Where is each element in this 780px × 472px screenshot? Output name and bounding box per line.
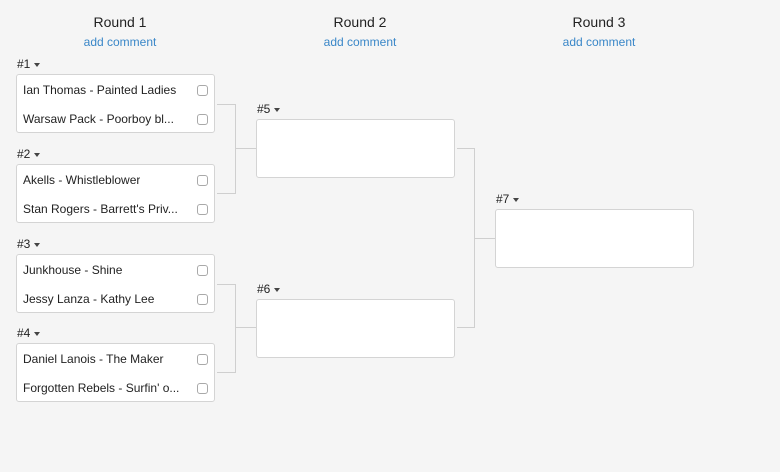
match-entry[interactable]: Stan Rogers - Barrett's Priv...	[23, 199, 208, 219]
match-entry[interactable]: Forgotten Rebels - Surfin' o...	[23, 378, 208, 398]
entry-label: Ian Thomas - Painted Ladies	[23, 83, 177, 97]
connector-line	[217, 193, 235, 194]
entry-checkbox[interactable]	[197, 174, 208, 186]
round-3-header: Round 3 add comment	[499, 13, 699, 50]
round-title: Round 3	[572, 14, 626, 30]
match-6-dropdown[interactable]: #6	[257, 282, 281, 296]
round-2-header: Round 2 add comment	[260, 13, 460, 50]
entry-label: Stan Rogers - Barrett's Priv...	[23, 202, 178, 216]
caret-down-icon	[513, 197, 520, 202]
entry-label: Forgotten Rebels - Surfin' o...	[23, 381, 180, 395]
add-comment-link[interactable]: add comment	[323, 35, 397, 49]
match-number: #4	[17, 326, 31, 340]
entry-label: Jessy Lanza - Kathy Lee	[23, 292, 155, 306]
connector-line	[235, 148, 256, 149]
entry-checkbox[interactable]	[197, 113, 208, 125]
match-4-dropdown[interactable]: #4	[17, 326, 41, 340]
match-2-box: Akells - Whistleblower Stan Rogers - Bar…	[16, 164, 215, 223]
entry-label: Akells - Whistleblower	[23, 173, 141, 187]
match-number: #6	[257, 282, 271, 296]
match-entry[interactable]: Ian Thomas - Painted Ladies	[23, 80, 208, 100]
match-number: #5	[257, 102, 271, 116]
entry-label: Daniel Lanois - The Maker	[23, 352, 164, 366]
caret-down-icon	[274, 287, 281, 292]
match-number: #1	[17, 57, 31, 71]
match-4-box: Daniel Lanois - The Maker Forgotten Rebe…	[16, 343, 215, 402]
caret-down-icon	[34, 62, 41, 67]
connector-line	[457, 327, 474, 328]
add-comment-link[interactable]: add comment	[562, 35, 636, 49]
match-entry[interactable]: Daniel Lanois - The Maker	[23, 349, 208, 369]
match-6-box[interactable]	[256, 299, 455, 358]
match-7-dropdown[interactable]: #7	[496, 192, 520, 206]
match-5-box[interactable]	[256, 119, 455, 178]
connector-line	[217, 284, 235, 285]
connector-line	[474, 238, 495, 239]
match-entry[interactable]: Junkhouse - Shine	[23, 260, 208, 280]
connector-line	[235, 327, 256, 328]
connector-line	[217, 372, 235, 373]
caret-down-icon	[274, 107, 281, 112]
match-1-dropdown[interactable]: #1	[17, 57, 41, 71]
caret-down-icon	[34, 331, 41, 336]
entry-checkbox[interactable]	[197, 203, 208, 215]
match-number: #3	[17, 237, 31, 251]
round-title: Round 2	[333, 14, 387, 30]
entry-checkbox[interactable]	[197, 353, 208, 365]
match-3-dropdown[interactable]: #3	[17, 237, 41, 251]
connector-line	[217, 104, 235, 105]
entry-label: Junkhouse - Shine	[23, 263, 123, 277]
match-entry[interactable]: Akells - Whistleblower	[23, 170, 208, 190]
add-comment-link[interactable]: add comment	[83, 35, 157, 49]
caret-down-icon	[34, 242, 41, 247]
entry-checkbox[interactable]	[197, 264, 208, 276]
match-entry[interactable]: Warsaw Pack - Poorboy bl...	[23, 109, 208, 129]
entry-checkbox[interactable]	[197, 293, 208, 305]
connector-line	[457, 148, 474, 149]
match-3-box: Junkhouse - Shine Jessy Lanza - Kathy Le…	[16, 254, 215, 313]
match-1-box: Ian Thomas - Painted Ladies Warsaw Pack …	[16, 74, 215, 133]
match-number: #2	[17, 147, 31, 161]
caret-down-icon	[34, 152, 41, 157]
entry-label: Warsaw Pack - Poorboy bl...	[23, 112, 174, 126]
match-number: #7	[496, 192, 510, 206]
entry-checkbox[interactable]	[197, 84, 208, 96]
round-title: Round 1	[93, 14, 147, 30]
match-5-dropdown[interactable]: #5	[257, 102, 281, 116]
round-1-header: Round 1 add comment	[20, 13, 220, 50]
match-entry[interactable]: Jessy Lanza - Kathy Lee	[23, 289, 208, 309]
connector-line	[235, 284, 236, 373]
entry-checkbox[interactable]	[197, 382, 208, 394]
match-7-box[interactable]	[495, 209, 694, 268]
match-2-dropdown[interactable]: #2	[17, 147, 41, 161]
connector-line	[235, 104, 236, 194]
